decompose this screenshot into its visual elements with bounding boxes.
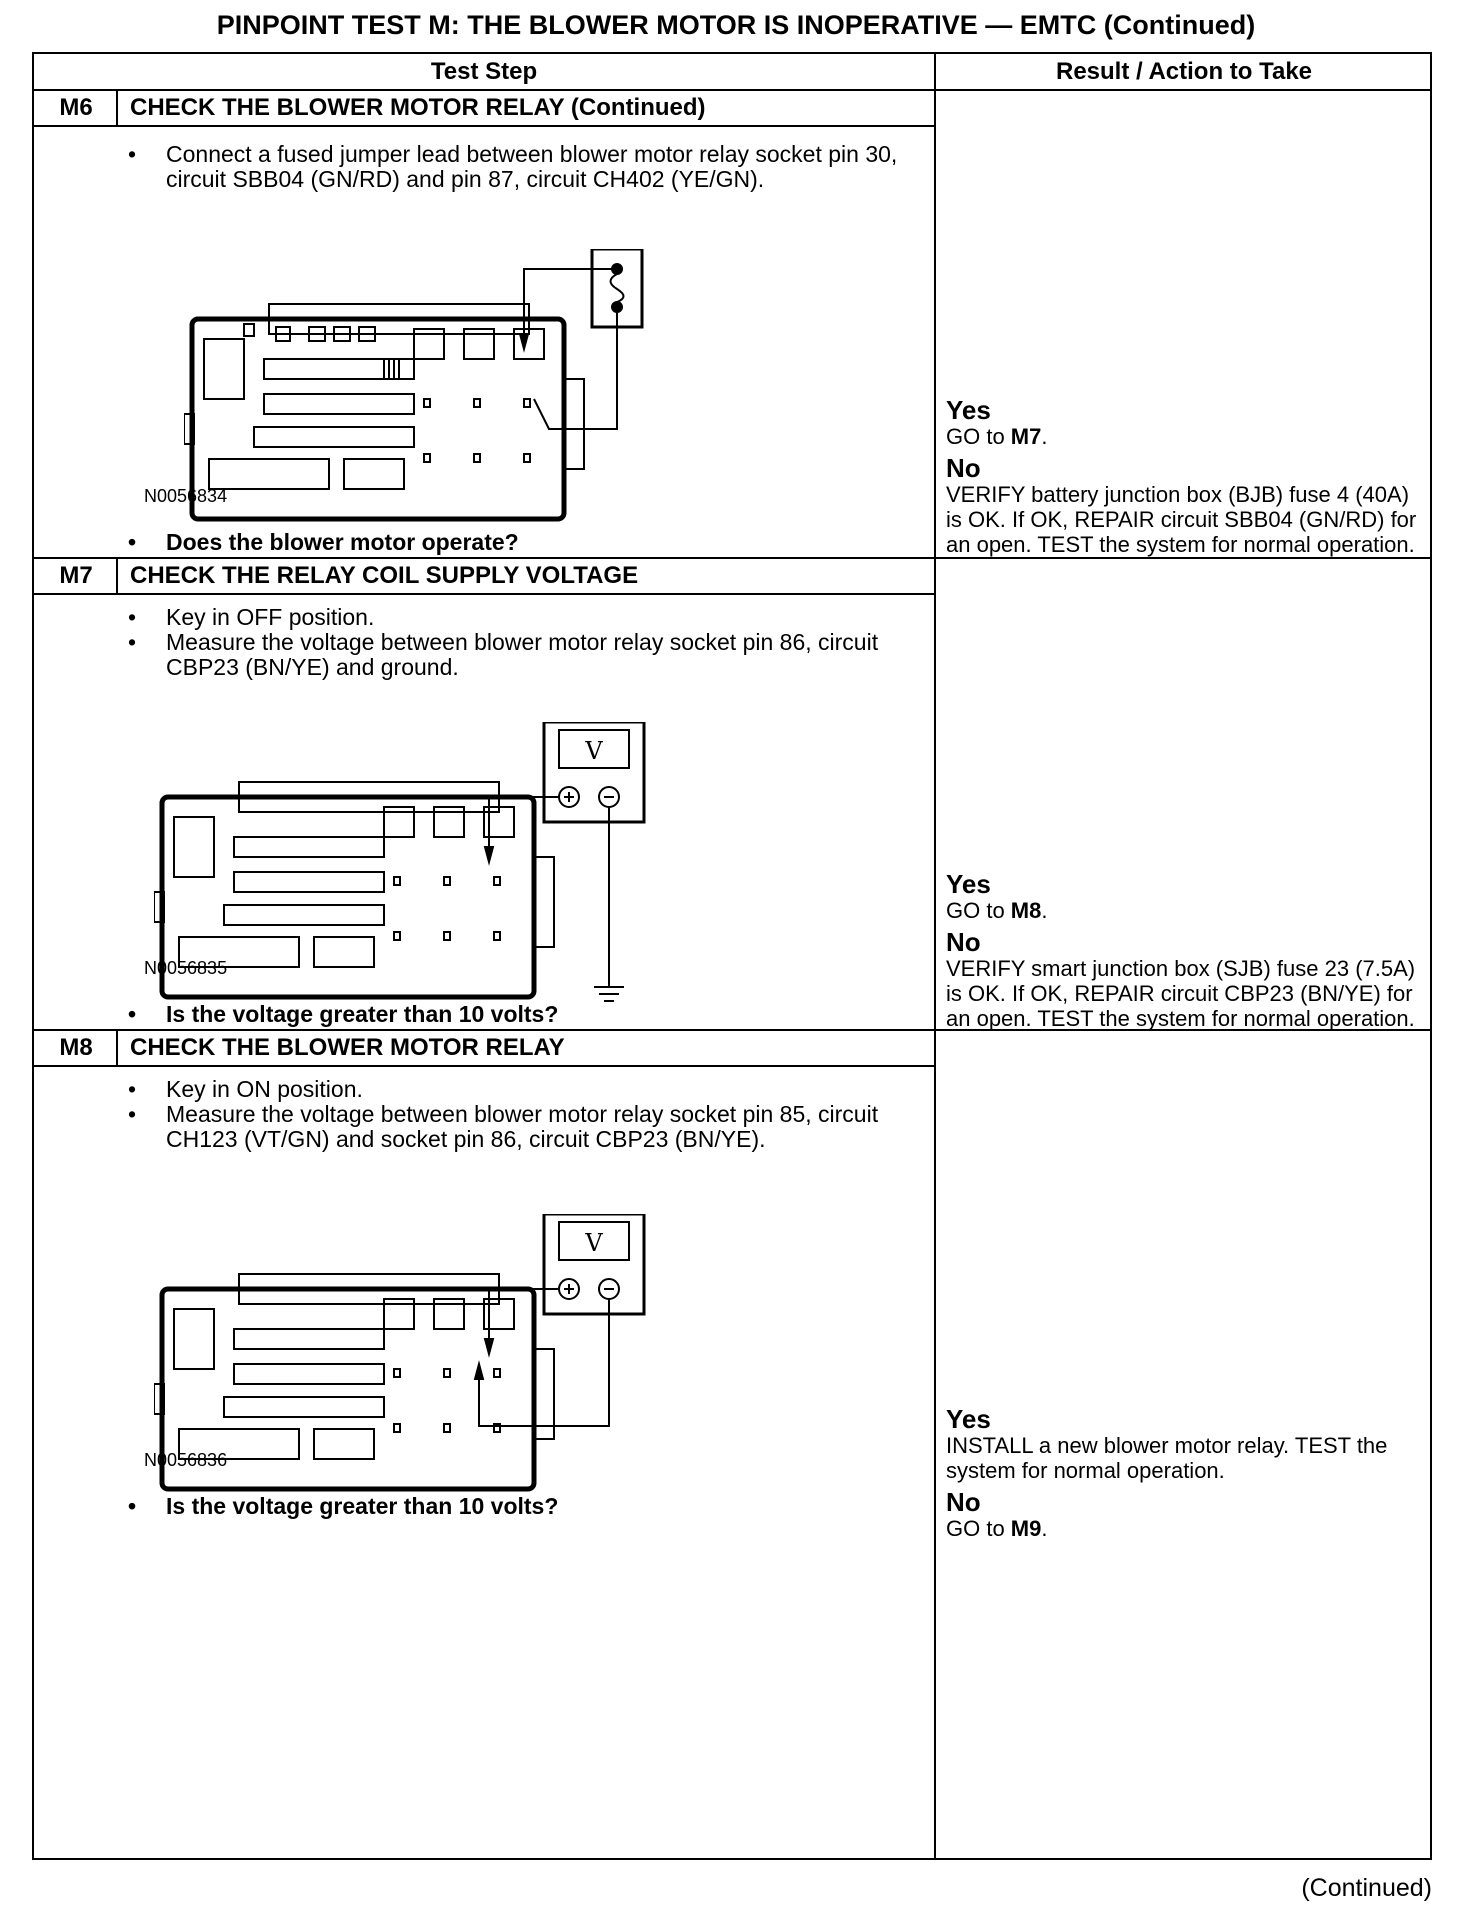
header-result: Result / Action to Take: [1055, 58, 1313, 85]
bullet-symbol: •: [128, 141, 137, 167]
yes-label: Yes: [946, 395, 991, 425]
junction-box-drawing: [184, 303, 585, 522]
no-text: GO to: [946, 1516, 1011, 1541]
meter-label: V: [584, 1229, 603, 1257]
yes-label: Yes: [946, 869, 991, 899]
step-title-divider: [34, 125, 934, 127]
yes-action: INSTALL a new blower motor relay. TEST t…: [946, 1433, 1426, 1483]
page-title: PINPOINT TEST M: THE BLOWER MOTOR IS INO…: [216, 10, 1256, 40]
ground-symbol-icon: [594, 967, 624, 1002]
fused-jumper-lead: [518, 249, 644, 430]
yes-label: Yes: [946, 1404, 991, 1434]
column-divider: [934, 54, 936, 1858]
no-action: GO to M9.: [946, 1516, 1426, 1541]
yes-action: GO to M8.: [946, 898, 1426, 923]
yes-text: GO to: [946, 424, 1011, 449]
voltmeter: V: [542, 1214, 646, 1316]
bullet-symbol: •: [128, 1101, 137, 1127]
bullet-symbol: •: [128, 1076, 137, 1102]
header-divider: [34, 89, 1430, 91]
bullet-symbol: •: [128, 1001, 137, 1027]
bullet-symbol: •: [128, 629, 137, 655]
step-divider: [34, 557, 1430, 559]
yes-end: .: [1041, 424, 1048, 449]
yes-text: GO to: [946, 898, 1011, 923]
step-divider: [34, 1029, 1430, 1031]
no-label: No: [946, 927, 981, 957]
no-text: VERIFY battery junction box (BJB) fuse 4…: [946, 482, 1417, 557]
pinpoint-test-table: Test Step Result / Action to Take M6 CHE…: [32, 52, 1432, 1860]
step-id-divider: [116, 559, 118, 593]
relay-jumper-diagram: [184, 249, 644, 522]
step-title: CHECK THE RELAY COIL SUPPLY VOLTAGE: [130, 562, 639, 589]
test-leads: [473, 1288, 610, 1427]
bullet-text: Measure the voltage between blower motor…: [166, 1101, 879, 1152]
meter-label: V: [584, 737, 603, 765]
relay-socket-pins: [393, 876, 501, 941]
step-title-divider: [34, 593, 934, 595]
relay-voltage-diagram: V: [154, 1214, 646, 1492]
bullet-text: Key in OFF position.: [166, 604, 375, 630]
step-id: M8: [59, 1034, 93, 1061]
relay-socket-pins: [383, 358, 531, 463]
figure-id: N0056836: [144, 1450, 228, 1470]
step-title: CHECK THE BLOWER MOTOR RELAY: [130, 1034, 565, 1061]
no-end: .: [1041, 1516, 1048, 1541]
coil-voltage-diagram: V: [154, 722, 646, 1002]
question-text: Is the voltage greater than 10 volts?: [166, 1001, 559, 1027]
yes-end: .: [1041, 898, 1048, 923]
step-id-divider: [116, 91, 118, 125]
bullet-symbol: •: [128, 529, 137, 555]
voltmeter: V: [542, 722, 646, 824]
figure-id: N0056835: [144, 958, 228, 978]
bullet-text: Connect a fused jumper lead between blow…: [166, 141, 898, 192]
test-leads: [483, 796, 610, 967]
yes-ref: M7: [1010, 424, 1042, 449]
bullet-symbol: •: [128, 1493, 137, 1519]
yes-action: GO to M7.: [946, 424, 1426, 449]
question-text: Does the blower motor operate?: [166, 529, 519, 555]
no-label: No: [946, 1487, 981, 1517]
bullet-symbol: •: [128, 604, 137, 630]
step-id: M6: [59, 94, 93, 121]
bullet-text: Key in ON position.: [166, 1076, 363, 1102]
header-test-step: Test Step: [430, 58, 538, 85]
step-id: M7: [59, 562, 93, 589]
step-title-divider: [34, 1065, 934, 1067]
bullet-text: Measure the voltage between blower motor…: [166, 629, 879, 680]
no-action: VERIFY battery junction box (BJB) fuse 4…: [946, 482, 1426, 557]
step-title: CHECK THE BLOWER MOTOR RELAY (Continued): [130, 94, 706, 121]
result-m6: Yes GO to M7. No VERIFY battery junction…: [946, 395, 1426, 558]
question-text: Is the voltage greater than 10 volts?: [166, 1493, 559, 1519]
continued-note: (Continued): [1301, 1874, 1432, 1902]
step-id-divider: [116, 1031, 118, 1065]
no-text: VERIFY smart junction box (SJB) fuse 23 …: [946, 956, 1416, 1031]
no-label: No: [946, 453, 981, 483]
result-m8: Yes INSTALL a new blower motor relay. TE…: [946, 1404, 1426, 1542]
result-m7: Yes GO to M8. No VERIFY smart junction b…: [946, 869, 1426, 1032]
yes-ref: M8: [1010, 898, 1042, 923]
no-ref: M9: [1010, 1516, 1042, 1541]
relay-socket-pins: [393, 1368, 501, 1433]
yes-text: INSTALL a new blower motor relay. TEST t…: [946, 1433, 1388, 1483]
no-action: VERIFY smart junction box (SJB) fuse 23 …: [946, 956, 1426, 1031]
figure-id: N0056834: [144, 486, 228, 506]
